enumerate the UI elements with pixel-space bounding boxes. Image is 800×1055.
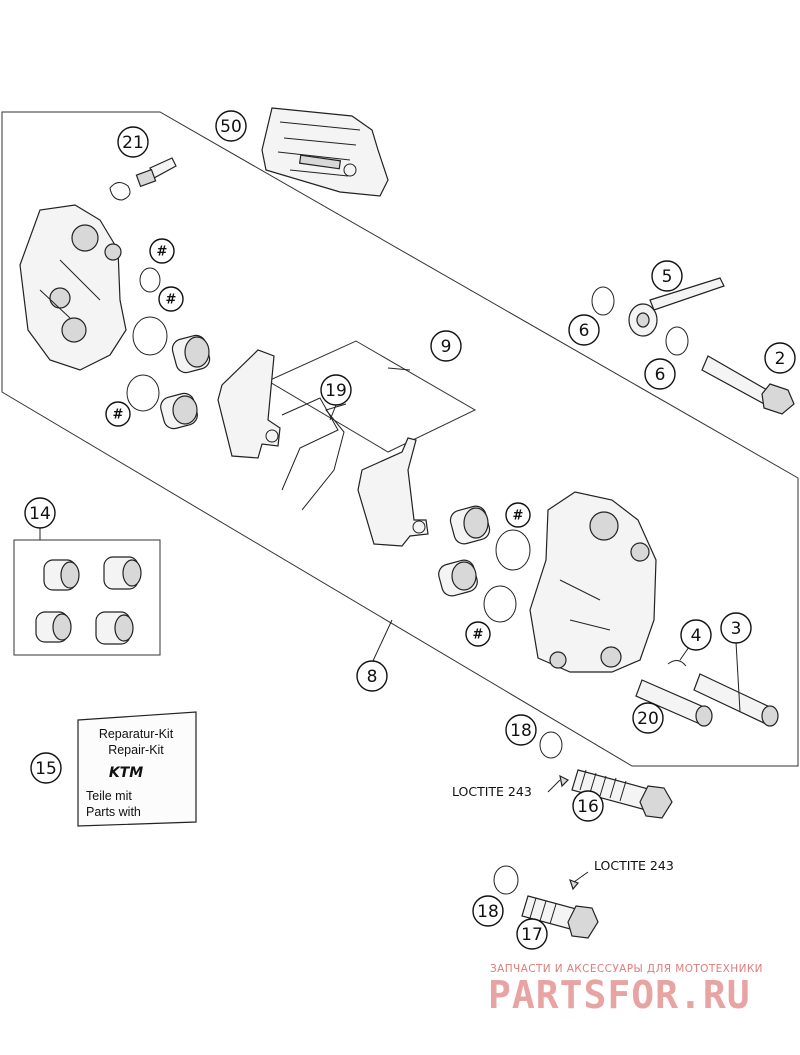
- hash-marker: #: [149, 238, 175, 264]
- brake-pad-left: [217, 349, 281, 459]
- callout-c3: 3: [720, 612, 752, 644]
- hash-symbol: #: [166, 293, 177, 308]
- brake-pad-right: [357, 437, 429, 547]
- callout-circle: [516, 918, 548, 950]
- callout-number: 19: [325, 381, 347, 401]
- callout-circle: [505, 714, 537, 746]
- hash-marker: #: [105, 401, 131, 427]
- callout-circle: [356, 660, 388, 692]
- callout-c6b: 6: [644, 358, 676, 390]
- callout-circle: [568, 314, 600, 346]
- callout-c19: 19: [320, 374, 352, 406]
- callout-number: 17: [521, 925, 543, 945]
- callout-c15: 15: [30, 752, 62, 784]
- callout-number: 20: [637, 709, 659, 729]
- callout-circle: [680, 619, 712, 651]
- bleeder-screw-part: [109, 157, 177, 201]
- repair-kit-line2: Repair-Kit: [108, 743, 164, 757]
- callout-c18a: 18: [505, 714, 537, 746]
- callout-c20: 20: [632, 702, 664, 734]
- callout-c21: 21: [117, 126, 149, 158]
- bleed-cover-part: [261, 107, 389, 197]
- hash-symbol: #: [113, 408, 124, 423]
- callout-circle: [215, 110, 247, 142]
- watermark-logo: PARTSFOR.RU: [488, 973, 751, 1017]
- callout-circle: [430, 330, 462, 362]
- callout-circle: [320, 374, 352, 406]
- repair-kit-line1: Reparatur-Kit: [99, 727, 174, 741]
- callout-number: 18: [510, 721, 532, 741]
- right-caliper-half: [529, 491, 657, 673]
- left-caliper-half: [19, 204, 127, 371]
- watermark-subtitle: ЗАПЧАСТИ И АКСЕССУАРЫ ДЛЯ МОТОТЕХНИКИ: [490, 963, 763, 975]
- callout-number: 15: [35, 759, 57, 779]
- callout-number: 6: [655, 365, 666, 385]
- loctite-label-lower: LOCTITE 243: [594, 858, 674, 873]
- callout-circle: [572, 790, 604, 822]
- banjo-bolt: [701, 355, 795, 415]
- piston-set: [35, 556, 142, 645]
- callout-c9: 9: [430, 330, 462, 362]
- repair-kit-box: Reparatur-Kit Repair-Kit KTM Teile mit P…: [77, 711, 197, 827]
- callout-number: 16: [577, 797, 599, 817]
- hash-marker: #: [505, 502, 531, 528]
- callout-c50: 50: [215, 110, 247, 142]
- left-seals: [126, 267, 168, 412]
- hash-symbol: #: [513, 509, 524, 524]
- callout-circle: [632, 702, 664, 734]
- mounting-bolt-upper: [539, 731, 673, 819]
- callout-c18b: 18: [472, 895, 504, 927]
- callout-circle: [720, 612, 752, 644]
- right-seals: [483, 529, 531, 623]
- pad-kit-outline: [266, 340, 477, 453]
- callout-number: 21: [122, 133, 144, 153]
- callout-circle: [651, 260, 683, 292]
- loctite-label-upper: LOCTITE 243: [452, 784, 532, 799]
- callout-circle: [30, 752, 62, 784]
- caliper-pin-parts: [635, 660, 779, 727]
- callout-circle: [764, 342, 796, 374]
- assembly-outline: [1, 111, 799, 767]
- callout-number: 18: [477, 902, 499, 922]
- right-pistons: [438, 505, 491, 597]
- repair-kit-line4: Parts with: [86, 805, 141, 819]
- callout-number: 4: [691, 626, 702, 646]
- callout-number: 2: [775, 349, 786, 369]
- callout-circle: [472, 895, 504, 927]
- callout-number: 5: [662, 267, 673, 287]
- callout-c4: 4: [680, 619, 712, 651]
- callout-c17: 17: [516, 918, 548, 950]
- brake-line-fitting: [591, 277, 725, 356]
- callout-c8: 8: [356, 660, 388, 692]
- repair-kit-brand-logo: KTM: [109, 765, 143, 781]
- callout-circle: [644, 358, 676, 390]
- callout-number: 8: [367, 667, 378, 687]
- callout-number: 50: [220, 117, 242, 137]
- piston-kit-box: [13, 539, 161, 656]
- mounting-bolt-lower: [493, 865, 599, 939]
- callout-c6a: 6: [568, 314, 600, 346]
- repair-kit-line3: Teile mit: [86, 789, 132, 803]
- callout-number: 3: [731, 619, 742, 639]
- left-pistons: [160, 334, 211, 430]
- hash-marker: #: [465, 621, 491, 647]
- callout-circle: [117, 126, 149, 158]
- callout-circle: [24, 497, 56, 529]
- callout-c14: 14: [24, 497, 56, 529]
- callout-c2: 2: [764, 342, 796, 374]
- callout-number: 14: [29, 504, 51, 524]
- hash-marker: #: [158, 286, 184, 312]
- hash-symbol: #: [473, 628, 484, 643]
- callout-c5: 5: [651, 260, 683, 292]
- callout-number: 6: [579, 321, 590, 341]
- pad-spring: [281, 397, 347, 511]
- callout-number: 9: [441, 337, 452, 357]
- callout-c16: 16: [572, 790, 604, 822]
- hash-symbol: #: [157, 245, 168, 260]
